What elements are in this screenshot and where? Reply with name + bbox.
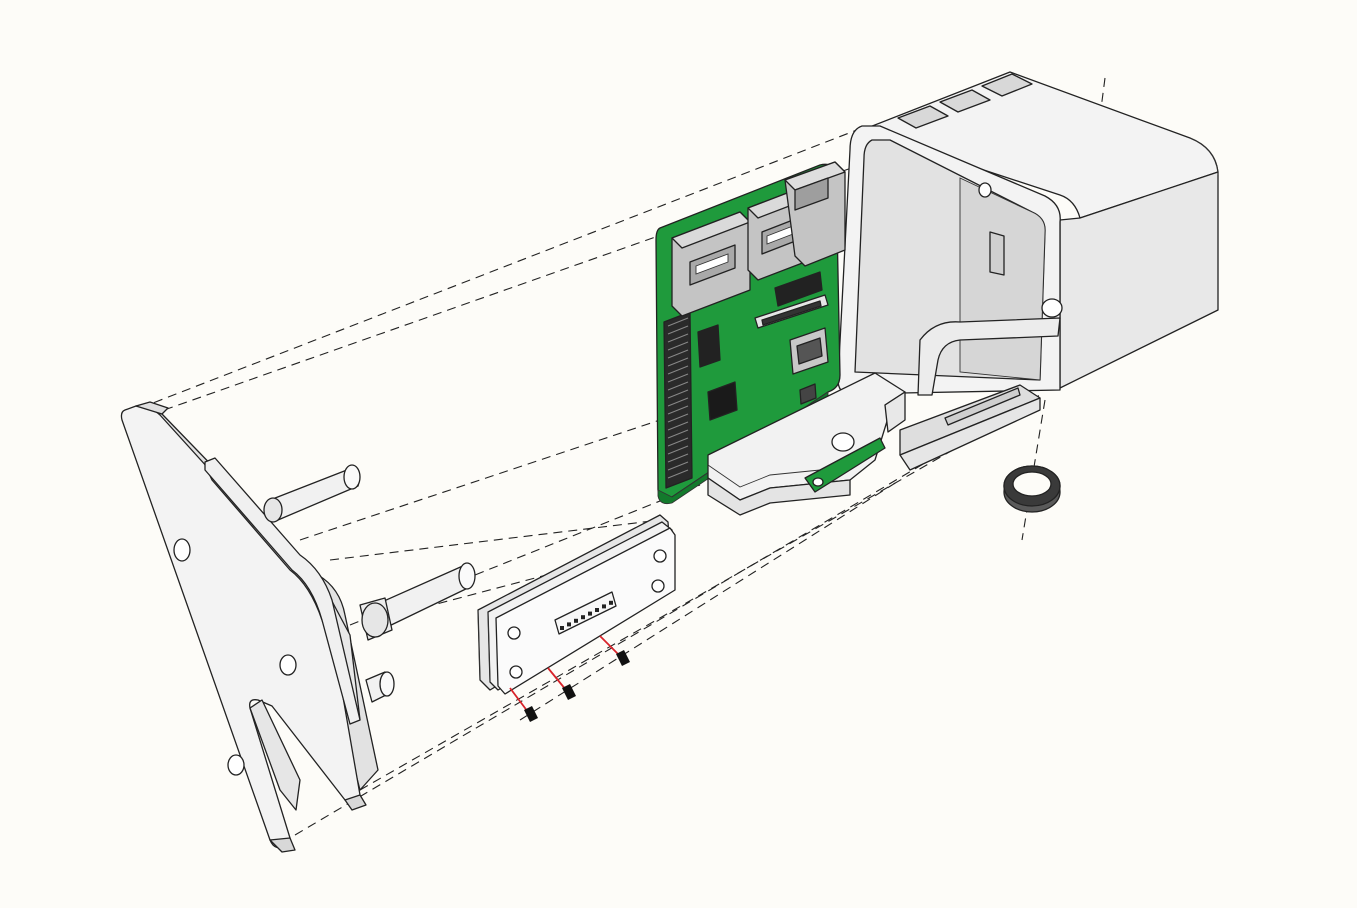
gpio-pin [667,373,689,383]
sensor-pin [602,604,606,609]
hdmi-port-icon [789,327,829,375]
ethernet-port-icon [784,161,846,267]
gpio-pin [667,357,689,367]
raspberry-pi-board [655,161,846,505]
gpio-pin [667,381,689,391]
mounting-plate [120,401,379,853]
sensor-pin [574,618,578,623]
gpio-pin [667,421,689,431]
gpio-pin [667,445,689,455]
gasket-ring [1003,465,1061,513]
sensor-board [477,514,676,722]
center-mount-block [707,372,906,516]
gpio-pin [667,397,689,407]
sensor-pin [560,626,564,630]
sensor-pin [581,615,585,620]
gpio-pin [667,325,689,335]
gpio-pin [667,453,689,463]
gpio-pin [667,405,689,415]
gpio-pin [667,389,689,399]
gpio-pin [667,333,689,343]
gpio-pin [667,365,689,375]
gpio-header-icon [663,311,693,489]
sensor-pin [567,622,571,627]
gpio-pin [667,349,689,359]
gpio-pin [667,437,689,447]
sensor-pin [595,608,599,612]
sensor-pin [588,611,592,616]
gpio-pin [667,469,689,479]
gpio-pin [667,413,689,423]
gpio-pin [667,461,689,471]
gpio-pin [667,341,689,351]
sensor-pin [609,600,613,605]
enclosure-shell [837,71,1219,471]
gpio-pin [667,429,689,439]
gpio-pin [667,317,689,327]
standoff-pegs [263,464,476,703]
